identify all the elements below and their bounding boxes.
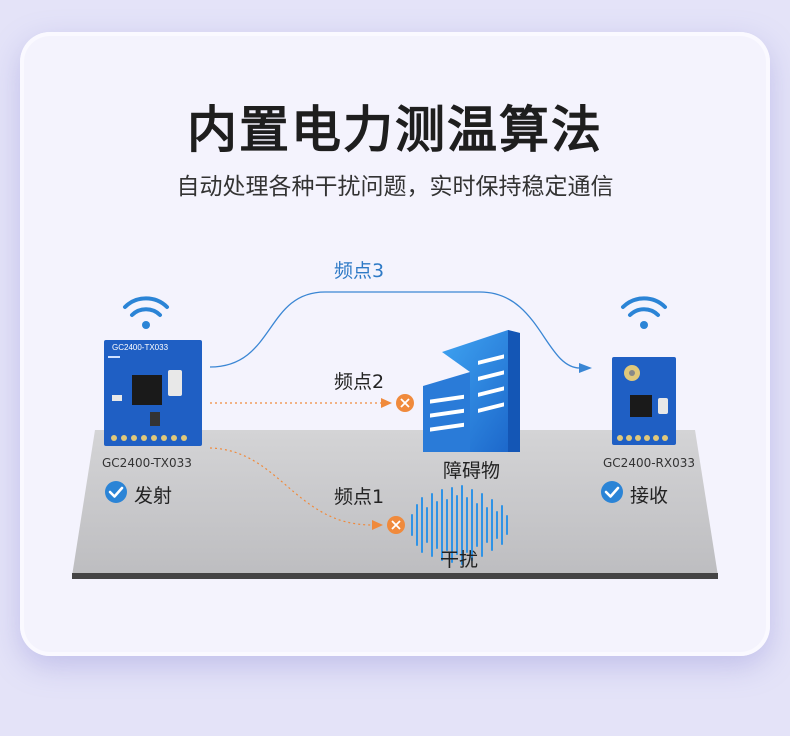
tx-wifi-icon — [123, 296, 169, 329]
tx-model-label: GC2400-TX033 — [102, 456, 192, 470]
rx-wifi-icon — [621, 296, 667, 329]
rx-check-icon — [601, 481, 623, 503]
freq2-arrow — [381, 398, 392, 408]
freq3-arrow — [579, 363, 592, 373]
interference-wave-icon — [411, 485, 508, 565]
page-title: 内置电力测温算法 — [187, 101, 603, 159]
rx-module — [612, 357, 676, 445]
rx-model-label: GC2400-RX033 — [603, 456, 696, 470]
freq1-arrow — [372, 520, 383, 530]
freq1-label: 频点1 — [334, 486, 385, 508]
tx-check-icon — [105, 481, 127, 503]
platform — [72, 430, 718, 576]
freq3-label: 频点3 — [334, 260, 385, 282]
freq2-label: 频点2 — [334, 371, 385, 393]
tx-board-text: GC2400-TX033 — [112, 343, 169, 352]
interference-label: 干扰 — [440, 549, 479, 571]
rx-action-label: 接收 — [630, 485, 669, 507]
platform-edge — [72, 573, 718, 579]
tx-action-label: 发射 — [134, 485, 173, 507]
obstacle-building-icon — [423, 330, 520, 452]
freq3-path — [209, 291, 581, 369]
tx-module — [104, 340, 202, 446]
obstacle-label: 障碍物 — [443, 460, 501, 482]
page-subtitle: 自动处理各种干扰问题，实时保持稳定通信 — [176, 174, 614, 200]
